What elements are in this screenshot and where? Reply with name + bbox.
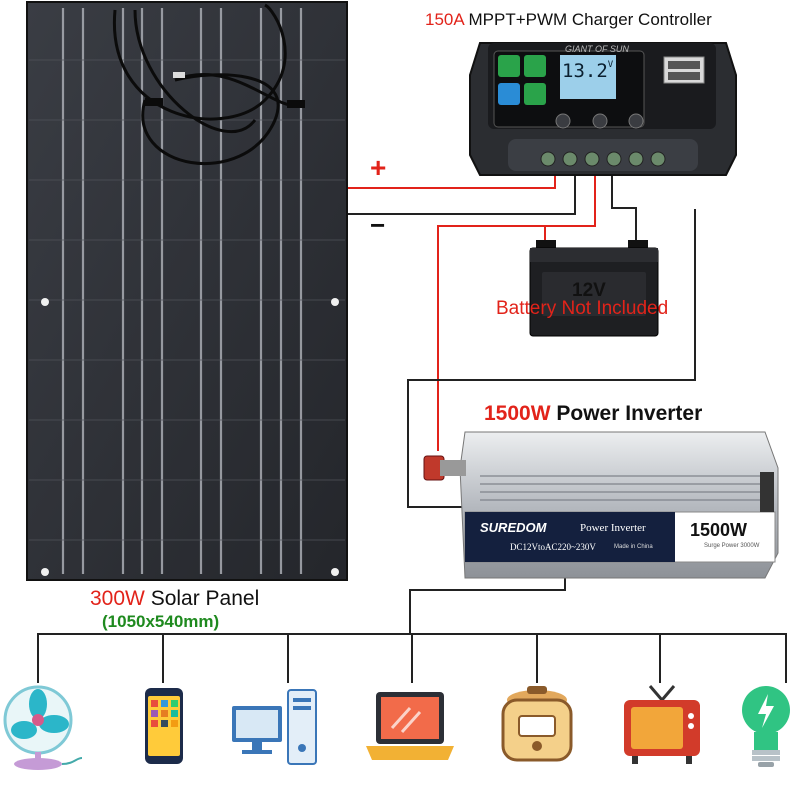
inverter-model-name: Power Inverter: [580, 522, 646, 534]
inverter-brand: SUREDOM: [480, 520, 547, 535]
controller-display-value: 13.2: [562, 60, 608, 82]
wire-inverter-output: [409, 574, 566, 635]
controller-display-readout: 13.2V: [562, 60, 613, 82]
inverter-rating: 1500W: [484, 402, 551, 425]
wire-battery-inverter-negative: [407, 209, 696, 508]
rice-cooker-icon: [501, 686, 573, 762]
laptop-icon: [366, 692, 454, 760]
smartphone-icon: [145, 688, 183, 764]
charge-controller: [469, 42, 737, 176]
inverter-name-title: Power Inverter: [550, 402, 703, 425]
panel-rating: 300W: [90, 587, 145, 610]
negative-terminal-label: −: [370, 210, 386, 240]
controller-brand: GIANT OF SUN: [565, 44, 629, 54]
inverter-title: 1500W Power Inverter: [484, 402, 702, 426]
battery: [529, 240, 659, 337]
inverter-origin: Made in China: [614, 544, 653, 550]
panel-name: Solar Panel: [144, 587, 260, 610]
desktop-computer-icon: [232, 689, 317, 765]
controller-rating: 150A: [425, 10, 464, 29]
fan-icon: [3, 685, 83, 770]
controller-display-unit: V: [607, 60, 614, 70]
wire-controller-battery-negative: [611, 171, 637, 241]
panel-title: 300W Solar Panel: [90, 587, 259, 611]
wire-battery-inverter-positive: [437, 225, 546, 451]
wire-controller-battery-positive: [544, 169, 596, 241]
solar-panel: [26, 1, 348, 581]
battery-note: Battery Not Included: [496, 298, 669, 319]
wire-panel-negative: [344, 171, 576, 215]
panel-dimensions: (1050x540mm): [102, 612, 220, 631]
inverter-surge: Surge Power 3000W: [704, 543, 760, 549]
inverter-badge: 1500W: [690, 520, 748, 540]
controller-title: 150A MPPT+PWM Charger Controller: [425, 10, 712, 30]
battery-voltage: 12V: [572, 280, 606, 301]
positive-terminal-label: +: [370, 152, 387, 183]
inverter-spec: DC12VtoAC220~230V: [510, 542, 596, 552]
controller-name: MPPT+PWM Charger Controller: [463, 10, 712, 29]
power-inverter: [423, 431, 779, 579]
light-bulb-icon: [742, 686, 790, 767]
television-icon: [624, 685, 700, 764]
